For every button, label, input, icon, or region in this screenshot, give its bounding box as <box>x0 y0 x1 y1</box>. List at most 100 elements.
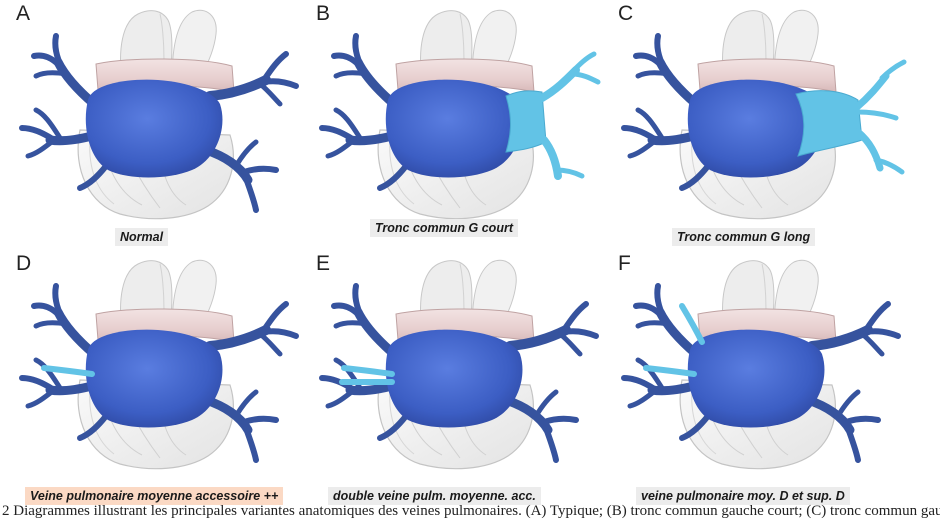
vein-branch <box>635 70 671 79</box>
vein-branch <box>261 51 289 83</box>
panel-letter: C <box>618 2 634 25</box>
panel-a: A <box>10 0 310 250</box>
left-atrium-shape <box>687 329 825 428</box>
vein-branch <box>843 415 881 425</box>
vessel-line <box>159 13 165 61</box>
pulmonary-veins <box>621 283 901 463</box>
vein-branch <box>621 125 659 143</box>
vein-branch <box>569 71 601 85</box>
vein-branch <box>233 139 259 169</box>
left-common-trunk-short <box>505 90 547 153</box>
panel-letter: F <box>618 252 631 275</box>
vein-branch <box>873 157 905 175</box>
vein-branch <box>19 125 57 143</box>
caption-f: veine pulmonaire moy. D et sup. D <box>636 487 850 505</box>
vein-branch <box>635 320 671 329</box>
left-atrium-shape <box>85 329 223 428</box>
vein-branch <box>561 301 589 333</box>
panel-letter: B <box>316 2 331 25</box>
right-superior-accessory-vein <box>679 303 705 345</box>
left-atrium-shape <box>687 79 825 178</box>
pulmonary-vein-diagram <box>19 9 299 220</box>
vein-branch <box>233 389 259 419</box>
vein-branch <box>855 109 899 121</box>
vein-branch <box>333 320 369 329</box>
pulmonary-veins <box>319 33 523 191</box>
left-common-trunk-long <box>795 90 863 157</box>
pulmonary-veins <box>19 283 299 463</box>
vein-branch <box>33 70 69 79</box>
vein-branch <box>377 413 409 441</box>
vein-branch <box>679 163 711 191</box>
vein-branch <box>319 375 357 393</box>
vein-branch <box>561 328 599 339</box>
panel-b: B <box>310 0 610 250</box>
vein-branch <box>835 389 861 419</box>
panel-e: E <box>310 250 610 500</box>
vessel-line <box>459 13 465 61</box>
caption-c: Tronc commun G long <box>672 228 816 246</box>
vein-branch <box>352 33 365 71</box>
panel-d: D <box>10 250 310 500</box>
variant-veins <box>41 365 95 377</box>
panel-c: C <box>612 0 912 250</box>
vein-branch <box>261 78 299 89</box>
panel-letter: A <box>16 2 31 25</box>
vein-branch <box>52 283 65 321</box>
vein-branch <box>333 70 369 79</box>
vessel-line <box>159 263 165 311</box>
vein-branch <box>635 107 665 141</box>
vein-branch <box>25 137 57 159</box>
vein-branch <box>541 415 579 425</box>
vein-branch <box>325 137 357 159</box>
vein-branch <box>863 301 891 333</box>
vein-branch <box>627 387 659 409</box>
vein-branch <box>52 33 65 71</box>
caption-e: double veine pulm. moyenne. acc. <box>328 487 541 505</box>
variant-veins <box>339 365 395 385</box>
left-atrium-shape <box>385 329 523 428</box>
pulmonary-veins <box>19 33 299 213</box>
vein-branch <box>654 33 667 71</box>
vessel-line <box>761 13 767 61</box>
vein-branch <box>845 425 861 463</box>
vein-branch <box>257 331 283 357</box>
vein-branch <box>261 301 289 333</box>
vein-branch <box>19 375 57 393</box>
vein-branch <box>540 136 562 180</box>
panel-letter: D <box>16 252 32 275</box>
vein-branch <box>33 320 69 329</box>
vein-branch <box>621 375 659 393</box>
vein-branch <box>863 328 901 339</box>
vein-branch <box>261 328 299 339</box>
caption-b: Tronc commun G court <box>370 219 518 237</box>
pulmonary-vein-diagram <box>621 9 907 220</box>
vein-branch <box>557 331 583 357</box>
vein-branch <box>33 107 63 141</box>
vein-branch <box>533 389 559 419</box>
pulmonary-veins <box>319 283 599 463</box>
panel-letter: E <box>316 252 331 275</box>
vein-branch <box>654 283 667 321</box>
panel-f: F <box>612 250 912 500</box>
variant-veins <box>795 59 907 175</box>
caption-a: Normal <box>115 228 169 246</box>
vein-branch <box>241 415 279 425</box>
vein-branch <box>257 81 283 107</box>
vein-branch <box>243 175 259 213</box>
vein-branch <box>859 331 885 357</box>
variant-veins <box>643 303 705 377</box>
vein-branch <box>569 51 597 75</box>
pulmonary-vein-diagram <box>19 259 299 470</box>
vein-branch <box>319 125 357 143</box>
vein-branch <box>241 165 279 175</box>
vein-branch <box>852 72 890 112</box>
variant-veins <box>505 51 601 180</box>
accessory-vein <box>643 365 697 377</box>
vein-branch <box>333 107 363 141</box>
pulmonary-vein-diagram <box>319 259 599 470</box>
accessory-vein <box>341 365 395 377</box>
vein-branch <box>77 163 109 191</box>
vein-branch <box>553 167 585 179</box>
vessel-line <box>459 263 465 311</box>
